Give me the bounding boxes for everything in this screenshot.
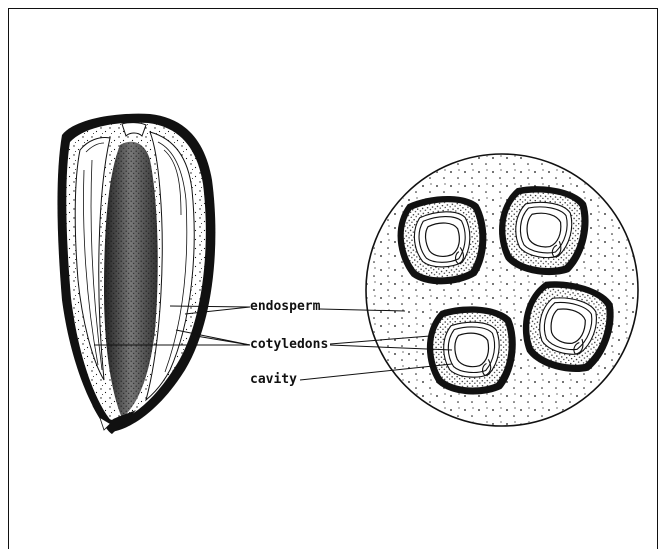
- label-cavity: cavity: [250, 373, 297, 387]
- seed-cross-section: [366, 154, 638, 426]
- label-endosperm: endosperm: [250, 300, 320, 314]
- label-cotyledons: cotyledons: [250, 338, 328, 352]
- seed-longitudinal-section: [57, 114, 215, 434]
